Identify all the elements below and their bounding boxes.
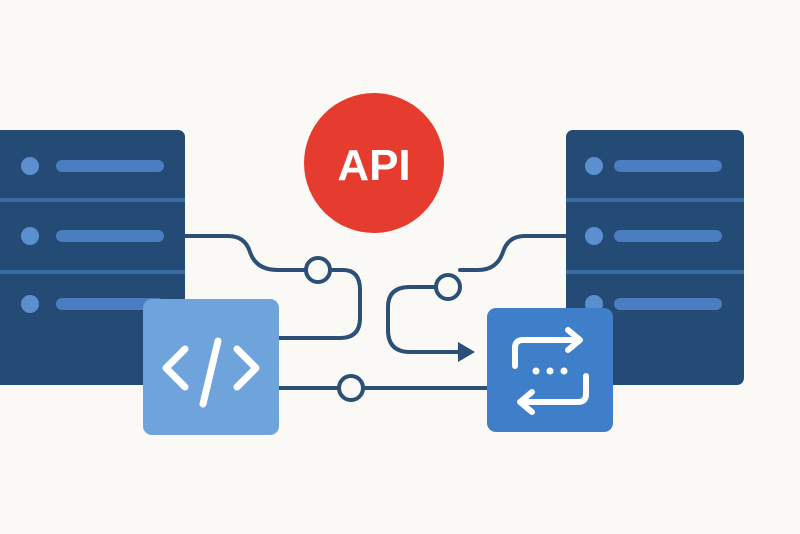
ellipsis-dots [532, 367, 568, 375]
left-server-rack [0, 130, 185, 385]
code-tile [143, 299, 279, 435]
connector-node [304, 256, 332, 284]
api-badge-circle [304, 93, 444, 233]
server-bar [56, 160, 164, 172]
connector-nodes [304, 256, 462, 402]
connector-lines [183, 234, 568, 390]
server-led [21, 227, 39, 245]
connector-right-server-to-node [458, 234, 568, 272]
server-bar [614, 160, 722, 172]
code-brackets-icon [162, 337, 260, 408]
server-led [585, 227, 603, 245]
connector-node-to-arrow [386, 285, 464, 354]
exchange-tile [487, 308, 613, 432]
connector-node-to-code [276, 268, 362, 340]
arrowhead-icon [458, 342, 475, 362]
server-divider [566, 270, 744, 274]
server-led [21, 295, 39, 313]
api-badge-label: API [337, 141, 410, 190]
connector-node [337, 374, 365, 402]
server-bar [614, 230, 722, 242]
server-bar [56, 298, 164, 310]
server-divider [0, 270, 185, 274]
server-bar [614, 298, 722, 310]
server-bar [56, 230, 164, 242]
server-led [585, 157, 603, 175]
server-divider [0, 198, 185, 202]
connector-node [434, 273, 462, 301]
data-exchange-arrows-icon [512, 327, 589, 415]
connector-left-server-to-code [183, 234, 307, 272]
api-badge: API [304, 93, 444, 233]
server-divider [566, 198, 744, 202]
server-led [21, 157, 39, 175]
server-body [0, 130, 185, 385]
